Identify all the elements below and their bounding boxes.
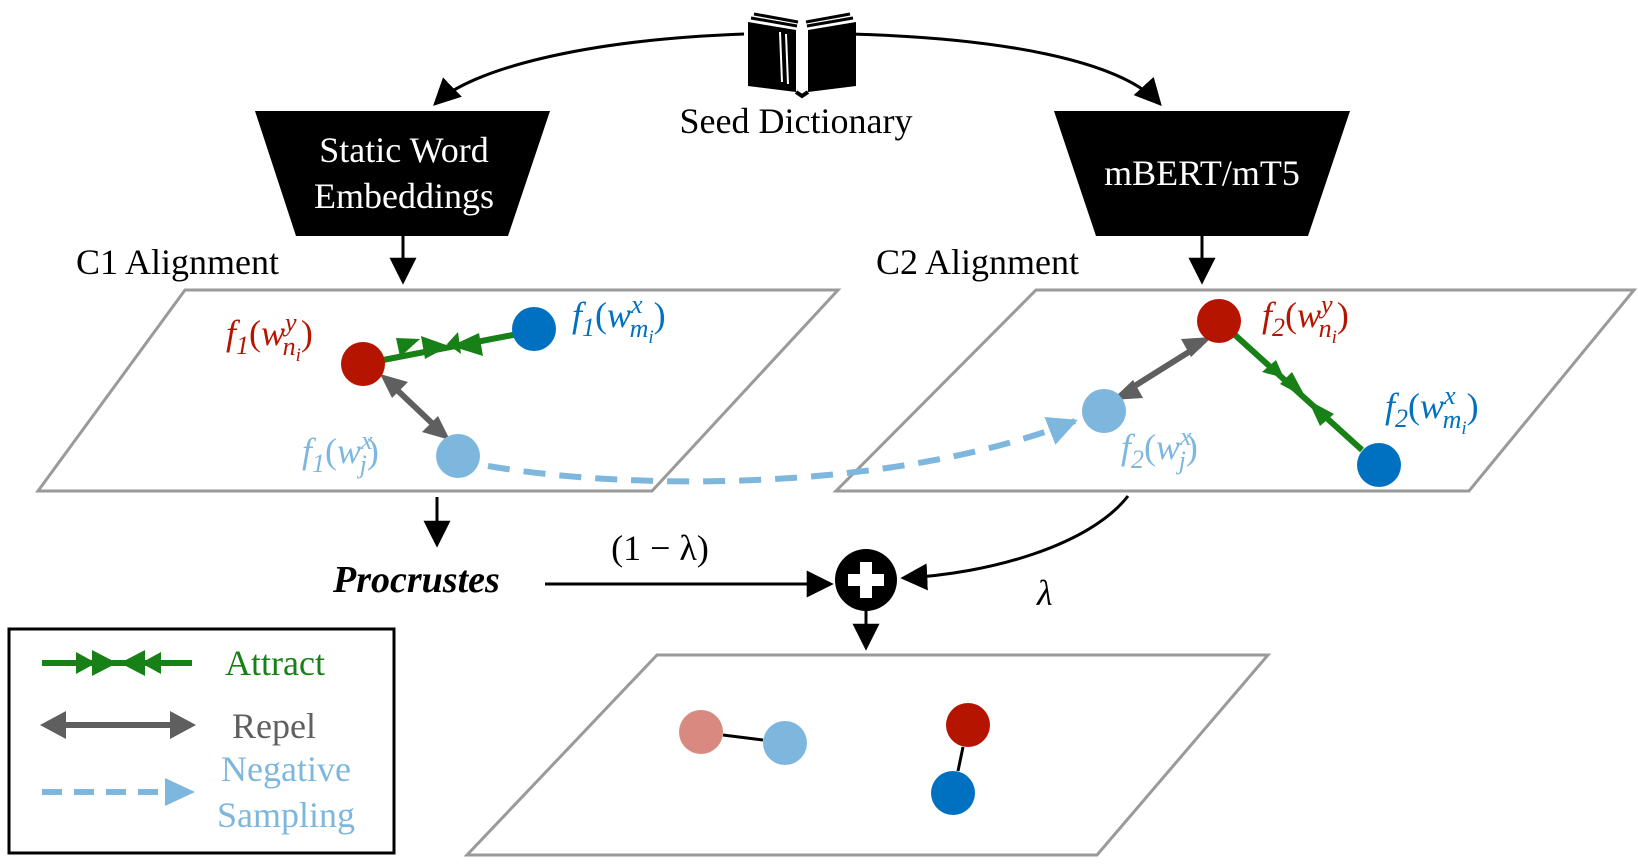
- c2-alignment-title: C2 Alignment: [876, 242, 1079, 282]
- negative-sampling-edge: [487, 416, 1078, 485]
- c2-attract-edge: [1232, 332, 1365, 453]
- c1-target-point: [341, 342, 385, 386]
- mbert-encoder-label: mBERT/mT5: [1104, 153, 1300, 193]
- static-encoder-line1: Static Word: [319, 130, 488, 170]
- book-to-static-arrow: [433, 32, 745, 106]
- legend-negative-label-line2: Sampling: [217, 795, 355, 835]
- c1-alignment-plane: [35, 288, 842, 493]
- combined-negative-point: [763, 721, 807, 765]
- c2-repel-edge: [1112, 337, 1212, 400]
- combined-target-point: [946, 703, 990, 747]
- weight-lambda: λ: [1036, 573, 1053, 613]
- legend: Attract Repel Negative Sampling: [7, 627, 396, 855]
- c1-source-point: [512, 307, 556, 351]
- c2-source-point: [1357, 443, 1401, 487]
- combined-source-point: [931, 771, 975, 815]
- combined-link-2: [956, 746, 965, 772]
- legend-attract-label: Attract: [225, 643, 325, 683]
- legend-attract-symbol: [42, 650, 192, 676]
- legend-repel-symbol: [40, 711, 196, 739]
- legend-box: [7, 627, 396, 855]
- c2-target-point: [1197, 299, 1241, 343]
- legend-negative-symbol: [42, 778, 195, 806]
- c1-repel-edge: [380, 374, 450, 440]
- static-encoder-line2: Embeddings: [314, 176, 494, 216]
- open-book-icon: [748, 12, 856, 99]
- combined-plane: [463, 653, 1272, 857]
- c1-attract-edge: [382, 331, 519, 363]
- legend-negative-label-line1: Negative: [221, 749, 351, 789]
- c2-to-sum-arrow: [900, 495, 1130, 591]
- seed-dictionary-label: Seed Dictionary: [680, 101, 913, 141]
- legend-repel-label: Repel: [232, 706, 316, 746]
- c1-alignment-title: C1 Alignment: [76, 242, 279, 282]
- combined-faded-target-point: [679, 710, 723, 754]
- procrustes-label: Procrustes: [332, 559, 500, 601]
- weight-one-minus-lambda: (1 − λ): [611, 528, 709, 568]
- book-to-mbert-arrow: [849, 32, 1162, 106]
- plus-circle-icon: [835, 549, 897, 611]
- static-word-embeddings-encoder: Static Word Embeddings: [255, 111, 550, 236]
- c1-negative-point: [436, 434, 480, 478]
- combined-link-1: [722, 733, 764, 742]
- c2-alignment-plane: [832, 288, 1638, 493]
- c2-negative-point: [1082, 389, 1126, 433]
- mbert-mt5-encoder: mBERT/mT5: [1054, 111, 1350, 236]
